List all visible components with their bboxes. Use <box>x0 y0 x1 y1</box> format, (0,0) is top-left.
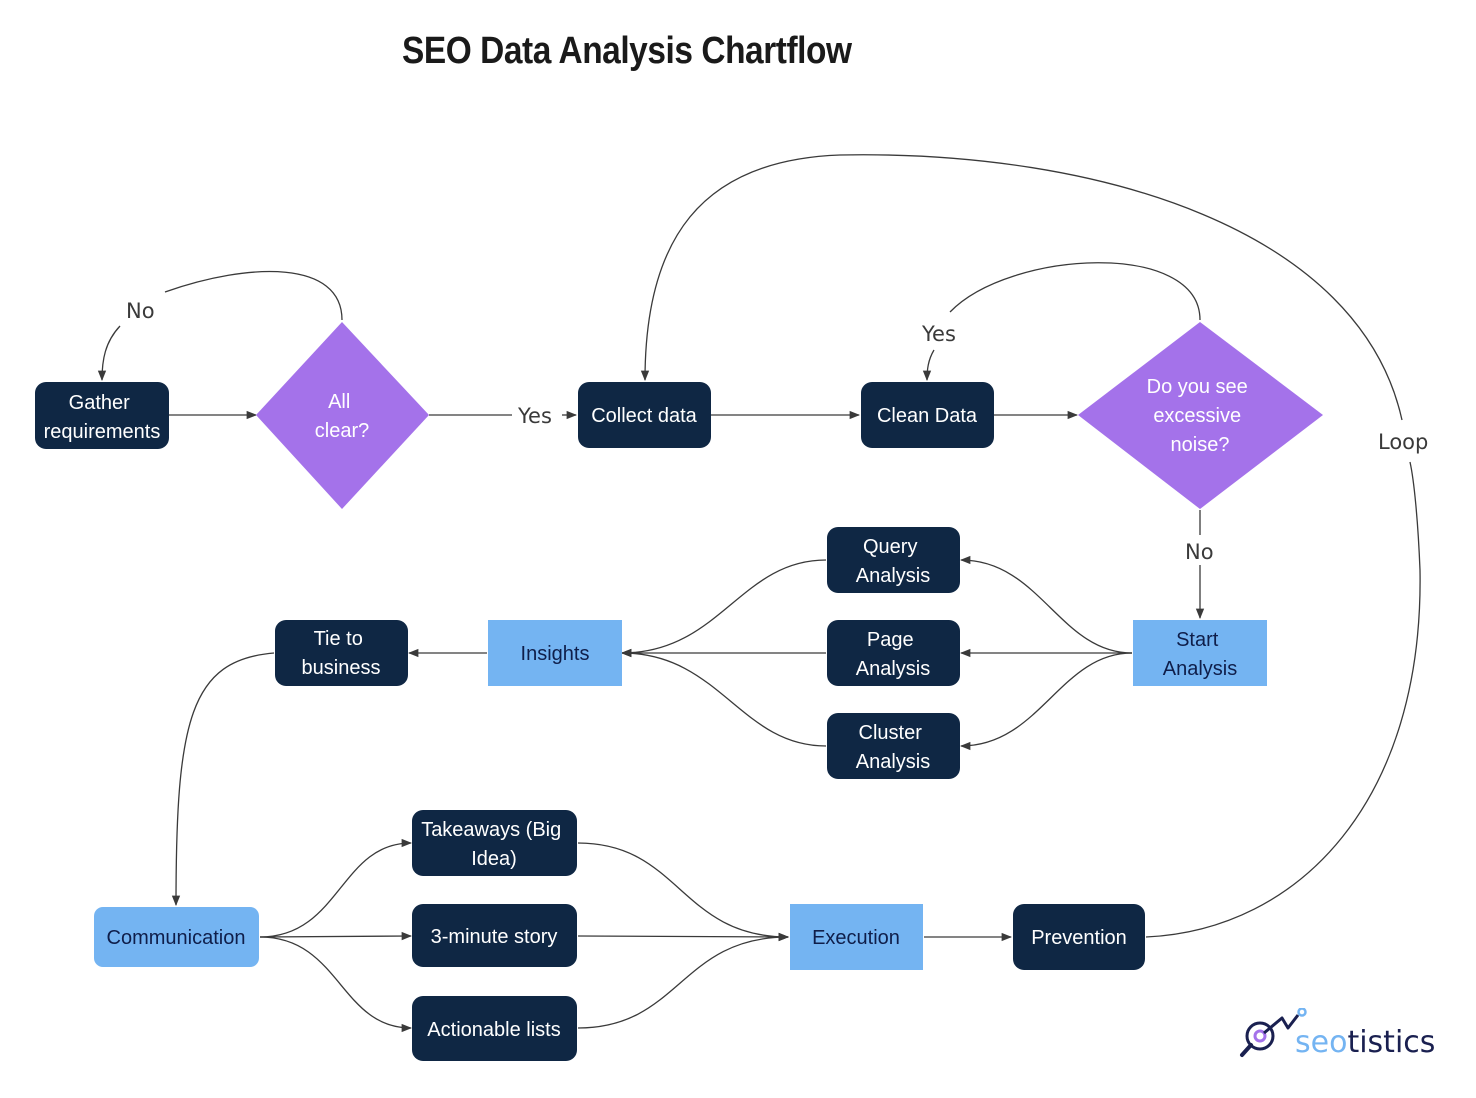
node-label: business <box>302 657 381 679</box>
svg-text:Clean Data: Clean Data <box>877 405 978 427</box>
edge-takeaways-to-execution <box>577 842 790 942</box>
node-label: noise? <box>1171 434 1230 456</box>
edge-communication-to-lists <box>259 936 413 1033</box>
edge-prevention-to-loop <box>1145 461 1421 938</box>
node-label: Communication <box>107 927 246 949</box>
node-label: Analysis <box>856 751 930 773</box>
node-prevention[interactable]: Prevention <box>1013 904 1145 970</box>
node-label: clear? <box>315 420 369 442</box>
node-label: Analysis <box>856 658 930 680</box>
node-label: All <box>328 391 350 413</box>
seotistics-logo: seotistics <box>1240 1008 1435 1060</box>
edge-allclear-to-gather <box>164 270 343 321</box>
page-title: SEO Data Analysis Chartflow <box>402 30 852 72</box>
svg-text:Tie to business: Tie to business <box>302 628 381 679</box>
node-communication[interactable]: Communication <box>94 907 259 967</box>
svg-text:Takeaways (Big Idea): Takeaways (Big Idea) <box>421 819 567 870</box>
node-label: Prevention <box>1031 927 1127 949</box>
decision-all-clear[interactable]: All clear? <box>256 322 429 509</box>
node-label: Tie to <box>314 628 363 650</box>
edge-start-to-query <box>959 555 1133 654</box>
node-label: 3-minute story <box>431 926 558 948</box>
node-page-analysis[interactable]: Page Analysis <box>827 620 960 686</box>
edge-yes-to-clean <box>922 349 935 382</box>
edges: No Yes Yes No <box>97 154 1428 1033</box>
node-label: Collect data <box>591 405 697 427</box>
edge-label-yes-clean: Yes <box>921 322 956 346</box>
node-actionable-lists[interactable]: Actionable lists <box>412 996 577 1061</box>
node-label: Page <box>867 629 914 651</box>
node-label: Cluster <box>859 722 923 744</box>
node-tie-to-business[interactable]: Tie to business <box>275 620 408 686</box>
edge-story-to-execution <box>577 932 790 942</box>
edge-tie-to-communication <box>171 652 275 907</box>
node-takeaways[interactable]: Takeaways (Big Idea) <box>412 810 577 876</box>
node-label: Start <box>1176 629 1219 651</box>
node-label: Analysis <box>856 565 930 587</box>
node-label: Do you see <box>1147 376 1248 398</box>
node-label: Takeaways (Big <box>421 819 561 841</box>
svg-text:Query Analysis: Query Analysis <box>856 536 930 587</box>
node-label: requirements <box>44 421 161 443</box>
node-label: Gather <box>69 392 130 414</box>
svg-text:All clear?: All clear? <box>315 391 369 442</box>
edge-lists-to-execution <box>577 932 790 1029</box>
node-execution[interactable]: Execution <box>790 904 923 970</box>
svg-text:3-minute story: 3-minute story <box>431 926 558 948</box>
node-insights[interactable]: Insights <box>488 620 622 686</box>
edge-noise-to-yes <box>949 262 1201 321</box>
edge-label-loop: Loop <box>1378 430 1428 454</box>
node-label: Idea) <box>471 848 517 870</box>
svg-text:Communication: Communication <box>107 927 246 949</box>
svg-text:Do you see excessive: Do you see excessive noise? <box>1147 376 1254 456</box>
svg-text:Prevention: Prevention <box>1031 927 1127 949</box>
edge-label-yes-collect: Yes <box>517 404 552 428</box>
svg-text:Page Analysis: Page Analysis <box>856 629 930 680</box>
node-3-minute-story[interactable]: 3-minute story <box>412 904 577 967</box>
svg-text:seotistics: seotistics <box>1295 1025 1435 1060</box>
node-label: excessive <box>1153 405 1241 427</box>
edge-label-no-start: No <box>1185 540 1214 564</box>
node-label: Query <box>863 536 917 558</box>
node-label: Actionable lists <box>427 1019 560 1041</box>
edge-cluster-to-insights <box>620 648 827 747</box>
svg-text:Gather requirements: Gather requirements <box>44 392 161 443</box>
svg-text:Insights: Insights <box>521 643 590 665</box>
svg-text:Start Analysis: Start Analysis <box>1163 629 1237 680</box>
decision-excessive-noise[interactable]: Do you see excessive noise? <box>1078 322 1323 509</box>
node-clean-data[interactable]: Clean Data <box>861 382 994 448</box>
logo-text-tistics: tistics <box>1347 1025 1435 1060</box>
edge-communication-to-story <box>259 931 413 941</box>
edge-query-to-insights <box>620 559 827 658</box>
node-gather-requirements[interactable]: Gather requirements <box>35 382 169 449</box>
node-collect-data[interactable]: Collect data <box>578 382 711 448</box>
node-label: Insights <box>521 643 590 665</box>
edge-start-to-cluster <box>959 652 1133 751</box>
nodes: Gather requirements All clear? Collect d… <box>35 322 1323 1061</box>
node-cluster-analysis[interactable]: Cluster Analysis <box>827 713 960 779</box>
logo-text-seo: seo <box>1295 1025 1347 1060</box>
node-label: Analysis <box>1163 658 1237 680</box>
node-start-analysis[interactable]: Start Analysis <box>1133 620 1267 686</box>
svg-text:Collect data: Collect data <box>591 405 697 427</box>
edge-communication-to-takeaways <box>259 838 413 938</box>
edge-no-to-gather <box>97 325 121 382</box>
node-label: Execution <box>812 927 900 949</box>
svg-text:Actionable lists: Actionable lists <box>427 1019 560 1041</box>
node-label: Clean Data <box>877 405 978 427</box>
magnifier-chart-icon <box>1240 1008 1307 1057</box>
edge-loop-to-collect <box>640 154 1403 421</box>
node-query-analysis[interactable]: Query Analysis <box>827 527 960 593</box>
edge-label-no-gather: No <box>126 299 155 323</box>
svg-text:Execution: Execution <box>812 927 900 949</box>
svg-text:Cluster Analysis: Cluster Analysis <box>856 722 930 773</box>
